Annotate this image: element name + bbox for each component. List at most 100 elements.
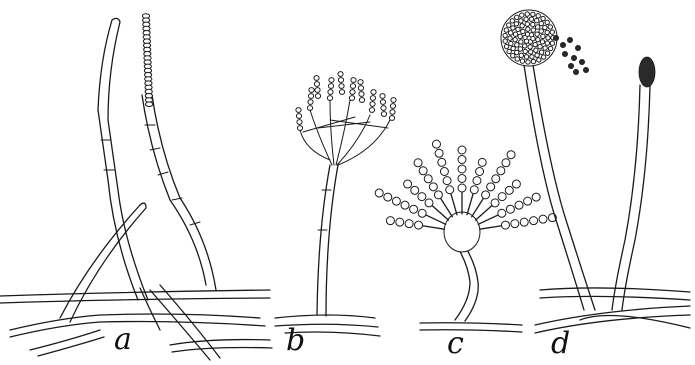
conidium — [458, 175, 466, 183]
conidium — [432, 140, 440, 148]
conidium — [502, 159, 510, 167]
conidium — [520, 218, 528, 226]
conidium — [297, 120, 302, 125]
conidium — [392, 197, 400, 205]
spore — [526, 27, 530, 31]
spore — [545, 51, 549, 55]
spore — [530, 55, 534, 59]
conidium — [381, 112, 386, 117]
conidium — [384, 193, 392, 201]
conidium — [390, 104, 395, 109]
spore — [515, 50, 519, 54]
conidium — [359, 98, 364, 103]
spore — [519, 19, 523, 23]
conidium — [443, 177, 451, 185]
conidium — [446, 186, 454, 194]
sterigma — [451, 194, 457, 215]
conidium — [370, 102, 375, 107]
spore — [522, 44, 526, 48]
conidium — [329, 78, 334, 83]
panel-b-drawing — [275, 72, 396, 336]
sterigma — [422, 226, 444, 229]
spore — [520, 59, 524, 63]
conidium — [418, 193, 426, 201]
conidium — [371, 90, 376, 95]
spore — [521, 29, 525, 33]
conidium — [435, 149, 443, 157]
conidium — [532, 193, 540, 201]
conidium — [297, 126, 302, 131]
spore — [541, 34, 545, 38]
conidium — [505, 186, 513, 194]
spore — [533, 42, 537, 46]
conidium — [350, 90, 355, 95]
conidium — [370, 96, 375, 101]
spore — [536, 37, 540, 41]
conidium — [314, 82, 319, 87]
spore — [513, 32, 517, 36]
conidium — [405, 220, 413, 228]
sterigma — [480, 226, 502, 229]
spore — [545, 30, 549, 34]
spore — [518, 47, 522, 51]
spore — [508, 36, 512, 40]
spore — [515, 15, 519, 19]
conidium — [328, 90, 333, 95]
spore — [543, 25, 547, 29]
spore — [516, 27, 520, 31]
conidium — [386, 217, 394, 225]
conidium — [401, 201, 409, 209]
conidium — [338, 72, 343, 77]
conidium — [458, 146, 466, 154]
spore — [511, 26, 515, 30]
released-spore — [567, 37, 572, 42]
spore — [526, 60, 530, 64]
spore — [524, 17, 528, 21]
panel-b-label: b — [286, 323, 305, 358]
conidium — [375, 189, 383, 197]
conidium — [296, 108, 301, 113]
conidium — [458, 184, 466, 192]
conidium — [414, 159, 422, 167]
spore — [531, 22, 535, 26]
released-spore — [553, 35, 558, 40]
conidium — [338, 78, 343, 83]
spore — [515, 43, 519, 47]
conidium — [410, 205, 418, 213]
young-sporangium — [639, 57, 655, 87]
conidium — [358, 80, 363, 85]
spore — [518, 34, 522, 38]
spore — [519, 53, 523, 57]
spore — [548, 25, 552, 29]
spore — [511, 46, 515, 50]
conidium — [491, 199, 499, 207]
conidium — [296, 114, 301, 119]
spore — [540, 40, 544, 44]
conidium — [339, 84, 344, 89]
spore — [531, 12, 535, 16]
panel-a-label: a — [114, 322, 132, 357]
conidium — [308, 100, 313, 105]
released-spore — [571, 55, 576, 60]
spore — [525, 12, 529, 16]
spore — [523, 49, 527, 53]
spore — [525, 22, 529, 26]
conidium — [369, 108, 374, 113]
conidium — [418, 209, 426, 217]
spore — [507, 49, 511, 53]
conidium — [476, 168, 484, 176]
spore — [534, 18, 538, 22]
conidium — [315, 94, 320, 99]
spore — [548, 46, 552, 50]
spore — [543, 46, 547, 50]
conidium — [492, 175, 500, 183]
conidium — [307, 106, 312, 111]
spore — [531, 36, 535, 40]
conidium — [359, 92, 364, 97]
spore — [535, 53, 539, 57]
spore — [538, 44, 542, 48]
spore — [537, 58, 541, 62]
conidium — [390, 110, 395, 115]
conidium — [524, 197, 532, 205]
